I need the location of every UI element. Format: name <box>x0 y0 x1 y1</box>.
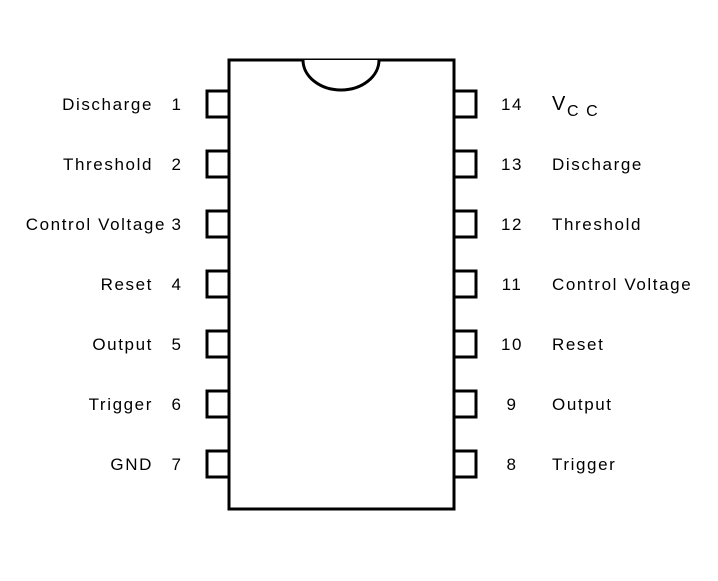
pin-number: 1 <box>171 95 182 114</box>
pin-number: 9 <box>506 395 517 414</box>
left-pin-3 <box>205 209 229 239</box>
chip-body <box>227 58 456 511</box>
pin-number: 14 <box>501 95 523 114</box>
right-pin-12 <box>454 209 478 239</box>
pin-label: Threshold <box>63 155 153 174</box>
chip-notch <box>301 59 381 92</box>
pin-label: VC C <box>552 93 599 120</box>
left-pin-1 <box>205 89 229 119</box>
vcc-main: V <box>552 93 567 115</box>
pin-number: 8 <box>506 455 517 474</box>
pin-label: Control Voltage <box>552 275 692 294</box>
pin-number: 3 <box>171 215 182 234</box>
left-pin-2 <box>205 149 229 179</box>
pin-label: Trigger <box>89 395 153 414</box>
right-pin-8 <box>454 449 478 479</box>
pin-number: 12 <box>501 215 523 234</box>
pin-label: Threshold <box>552 215 642 234</box>
pin-number: 6 <box>171 395 182 414</box>
pin-label: Trigger <box>552 455 616 474</box>
pin-number: 4 <box>171 275 182 294</box>
pin-number: 11 <box>502 275 523 294</box>
right-pin-13 <box>454 149 478 179</box>
pin-label: GND <box>110 455 153 474</box>
pin-number: 5 <box>171 335 182 354</box>
left-pin-7 <box>205 449 229 479</box>
pin-label: Output <box>92 335 153 354</box>
pin-label: Reset <box>552 335 604 354</box>
left-pin-group: 1 Discharge 2 Threshold 3 Control Voltage 4 Res… <box>26 89 229 479</box>
pin-label: Discharge <box>552 155 643 174</box>
right-pin-11 <box>454 269 478 299</box>
pin-number: 13 <box>501 155 523 174</box>
pin-number: 10 <box>501 335 523 354</box>
right-pin-10 <box>454 329 478 359</box>
left-pin-5 <box>205 329 229 359</box>
pin-label: Discharge <box>62 95 153 114</box>
pin-label: Output <box>552 395 613 414</box>
right-pin-9 <box>454 389 478 419</box>
left-pin-6 <box>205 389 229 419</box>
vcc-subscript: C C <box>567 103 599 120</box>
right-pin-group: 14 VC C 13 Discharge 12 Threshold 11 Control Vo… <box>454 89 692 479</box>
right-pin-14 <box>454 89 478 119</box>
pin-number: 2 <box>171 155 182 174</box>
pin-number: 7 <box>171 455 182 474</box>
pin-label: Control Voltage <box>26 215 166 234</box>
left-pin-4 <box>205 269 229 299</box>
pin-label: Reset <box>101 275 153 294</box>
